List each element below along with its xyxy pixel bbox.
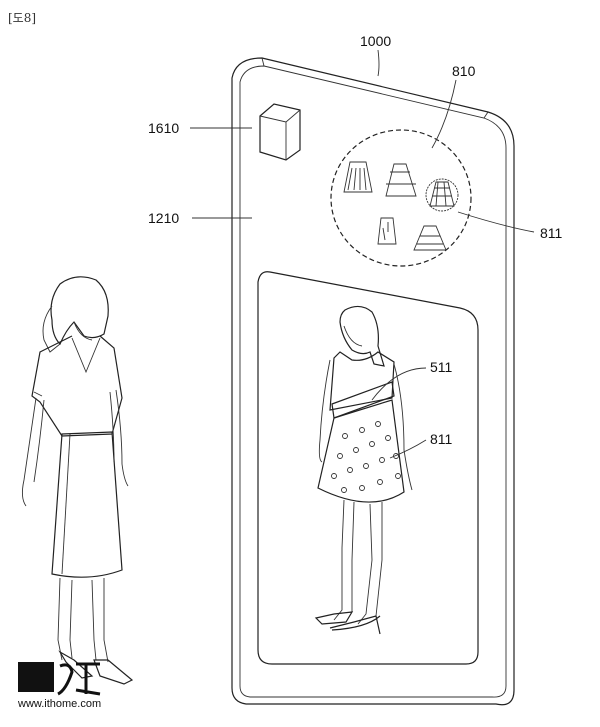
skirt-item-selected[interactable] <box>425 178 459 212</box>
label-camera: 1610 <box>148 120 179 136</box>
user-figure <box>21 276 134 685</box>
label-display: 1210 <box>148 210 179 226</box>
skirt-item-4[interactable] <box>377 217 397 245</box>
leader-511 <box>371 367 427 401</box>
leader-811-skirt <box>389 439 427 459</box>
label-applied-item: 811 <box>430 431 453 447</box>
label-device: 1000 <box>360 33 391 49</box>
label-selected-item: 811 <box>540 225 563 241</box>
leader-810 <box>431 79 457 149</box>
skirt-pattern <box>331 421 401 493</box>
display-screen <box>257 271 479 665</box>
watermark: www.ithome.com <box>17 662 101 710</box>
leader-1000 <box>377 49 380 77</box>
avatar-figure <box>314 305 413 635</box>
watermark-logo <box>18 662 54 692</box>
figure-label: [도8] <box>8 11 36 25</box>
skirt-item-2[interactable] <box>385 163 417 197</box>
skirt-item-5[interactable] <box>413 225 447 251</box>
clothing-menu <box>330 129 472 267</box>
leader-811-menu <box>457 211 535 233</box>
label-menu: 810 <box>452 63 476 79</box>
leader-lines <box>190 49 535 459</box>
camera <box>259 103 301 161</box>
label-avatar: 511 <box>430 359 453 375</box>
watermark-url: www.ithome.com <box>17 698 101 710</box>
display-device <box>231 57 515 706</box>
skirt-item-1[interactable] <box>343 161 373 193</box>
